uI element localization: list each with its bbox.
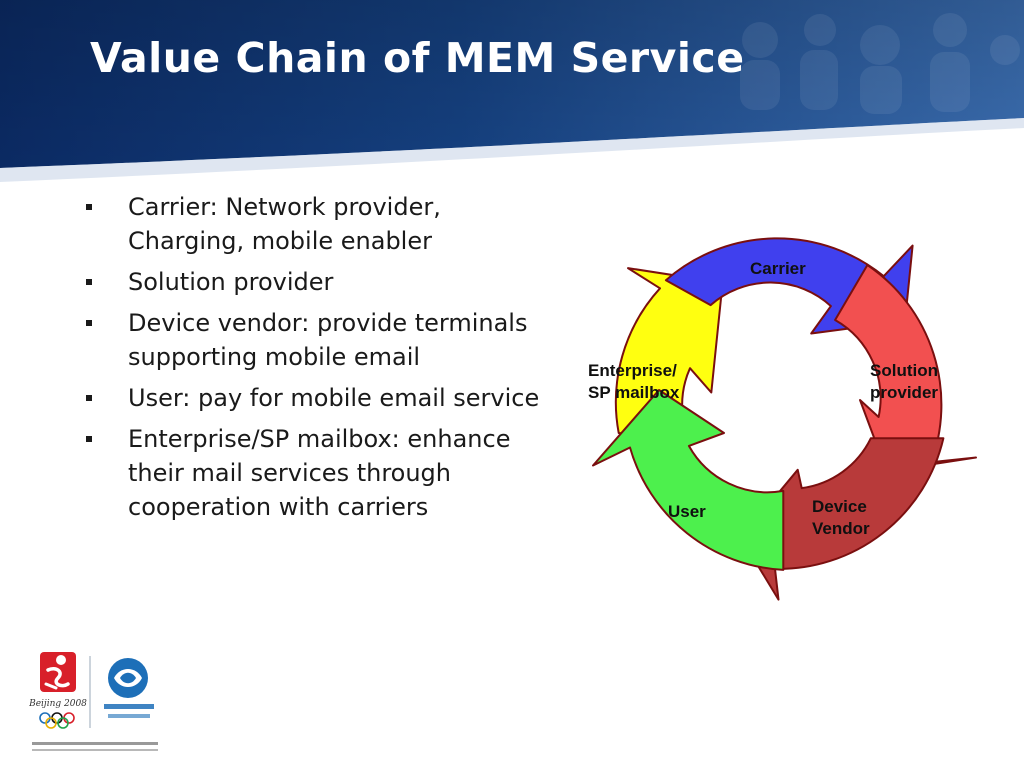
bullet-marker-icon xyxy=(86,436,92,442)
cycle-label-enterprise-sp-mailbox: Enterprise/ SP mailbox xyxy=(588,361,680,402)
bullet-text: User: pay for mobile email service xyxy=(128,384,540,412)
bullet-list: Carrier: Network provider, Charging, mob… xyxy=(86,190,546,531)
cycle-label-solution-provider: Solution provider xyxy=(870,361,939,402)
bullet-text: Solution provider xyxy=(128,268,334,296)
value-chain-cycle-diagram xyxy=(592,237,977,601)
bullet-item: User: pay for mobile email service xyxy=(86,381,546,415)
cycle-arrow-device xyxy=(740,437,945,601)
header-band xyxy=(0,0,1024,200)
bullet-item: Carrier: Network provider, Charging, mob… xyxy=(86,190,546,258)
svg-text:Beijing 2008: Beijing 2008 xyxy=(28,699,87,709)
slide-title: Value Chain of MEM Service xyxy=(90,34,745,82)
bullet-marker-icon xyxy=(86,279,92,285)
bullet-marker-icon xyxy=(86,204,92,210)
bullet-marker-icon xyxy=(86,320,92,326)
bullet-text: Device vendor: provide terminals support… xyxy=(128,309,528,371)
bullet-text: Carrier: Network provider, Charging, mob… xyxy=(128,193,441,255)
cycle-arrow-user xyxy=(592,389,785,571)
bullet-text: Enterprise/SP mailbox: enhance their mai… xyxy=(128,425,511,521)
footer-logos: Beijing 2008 xyxy=(28,648,168,763)
cycle-label-device-vendor: Device Vendor xyxy=(812,497,870,538)
cycle-label-carrier: Carrier xyxy=(750,259,806,278)
bullet-marker-icon xyxy=(86,395,92,401)
bullet-item: Enterprise/SP mailbox: enhance their mai… xyxy=(86,422,546,524)
bullet-item: Solution provider xyxy=(86,265,546,299)
cycle-label-user: User xyxy=(668,502,706,521)
bullet-item: Device vendor: provide terminals support… xyxy=(86,306,546,374)
china-mobile-logo-icon xyxy=(104,658,154,718)
beijing-2008-olympics-emblem-icon: Beijing 2008 xyxy=(28,652,87,729)
